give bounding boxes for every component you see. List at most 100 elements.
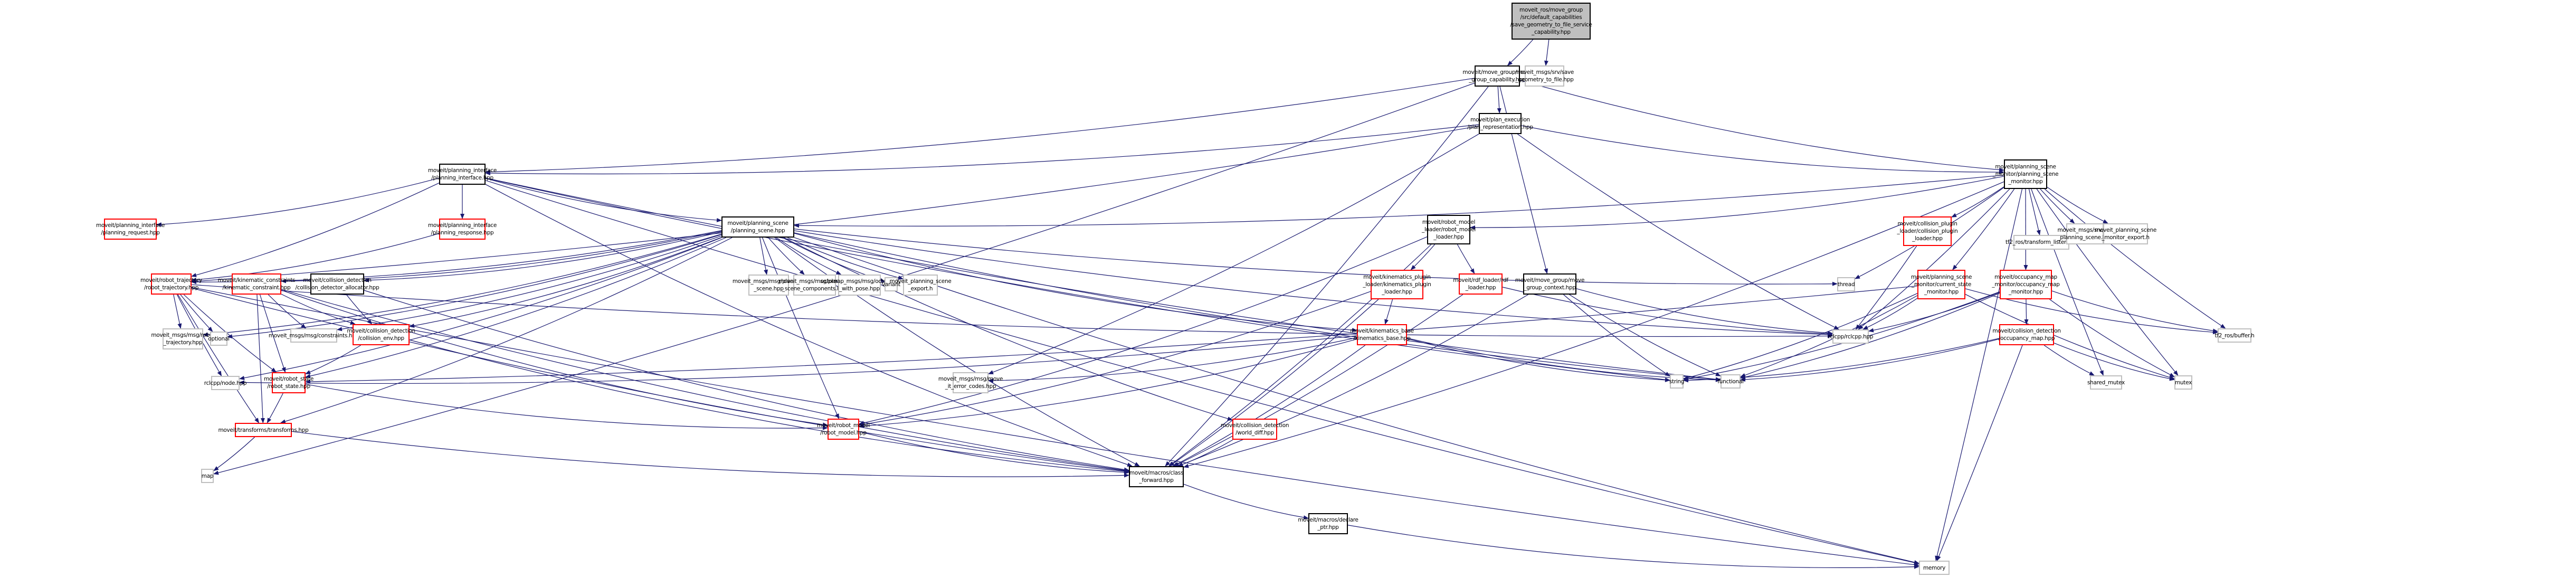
edge-csm-to-functional	[1740, 295, 1918, 377]
node-getps: moveit_msgs/srv/get _planning_scene.hpp	[2057, 223, 2113, 244]
edge-cenv-to-cf	[409, 339, 1129, 474]
edge-kpl-to-cf	[1169, 299, 1379, 467]
edge-cda-to-cenv	[346, 294, 373, 325]
edge-psm-to-getps	[2040, 188, 2075, 224]
node-planrep[interactable]: moveit/plan_execution /plan_representati…	[1467, 113, 1533, 134]
edge-psm-to-cpl	[1951, 186, 2004, 217]
edge-occmap-to-mutex	[2054, 343, 2175, 381]
edge-ps-to-rs	[305, 237, 726, 379]
edge-psm-to-tfl	[2028, 188, 2041, 235]
node-mgcap[interactable]: moveit/move_group/move _group_capability…	[1462, 65, 1532, 87]
edge-pi-to-memory	[485, 180, 1919, 565]
edge-kc-to-constraints	[268, 294, 307, 329]
edge-rs-to-tf	[267, 393, 283, 423]
edge-ps-to-functional	[794, 232, 1721, 382]
edge-kc-to-rs	[259, 294, 286, 373]
node-rdf[interactable]: moveit/rdf_loader/rdf _loader.hpp	[1453, 273, 1508, 295]
edge-omm-to-occmap	[2024, 299, 2029, 325]
edge-kb-to-errc	[988, 337, 1357, 383]
edge-csm-to-mutex	[1965, 294, 2175, 380]
edge-psm-to-tfbuf	[2044, 188, 2226, 329]
edge-psm-to-rclcpp	[1858, 188, 2010, 330]
node-shmutex: shared_mutex	[2087, 375, 2125, 390]
edge-tf-to-cf	[291, 431, 1129, 478]
edge-planrep-to-rclcpp	[1517, 134, 1840, 330]
node-csm[interactable]: moveit/planning_scene _monitor/current_s…	[1911, 270, 1972, 299]
node-rt[interactable]: moveit/robot_trajectory /robot_trajector…	[140, 273, 202, 295]
edge-ps-to-msgrt	[203, 233, 722, 337]
node-rs[interactable]: moveit/robot_state /robot_state.hpp	[264, 372, 313, 393]
node-optional: optional	[208, 332, 230, 346]
edge-omm-to-mutex	[2049, 299, 2175, 377]
node-rml[interactable]: moveit/robot_model _loader/robot_model _…	[1422, 215, 1476, 244]
node-psmexp: moveit_planning_scene _monitor_export.h	[2095, 223, 2156, 244]
edge-kb-to-string	[1406, 338, 1670, 382]
node-mgctx[interactable]: moveit/move_group/move _group_context.hp…	[1515, 273, 1584, 295]
edge-pi-to-cf	[485, 184, 1133, 467]
edge-wd-to-cf	[1177, 439, 1233, 467]
edge-mgctx-to-functional	[1569, 294, 1721, 376]
edge-mgcap-to-planrep	[1497, 86, 1501, 113]
node-cpl[interactable]: moveit/collision_plugin _loader/collisio…	[1897, 216, 1958, 246]
edge-ps-to-constraints	[337, 235, 722, 332]
node-rm[interactable]: moveit/robot_model /robot_model.hpp	[817, 419, 870, 440]
node-cda[interactable]: moveit/collision_detection /collision_de…	[296, 273, 379, 295]
edge-ps-to-rm	[762, 237, 840, 419]
node-preq[interactable]: moveit/planning_interface /planning_requ…	[96, 219, 165, 240]
node-constraints: moveit_msgs/msg/constraints.hpp	[269, 328, 359, 343]
node-ps[interactable]: moveit/planning_scene /planning_scene.hp…	[721, 216, 794, 238]
node-pi[interactable]: moveit/planning_interface /planning_inte…	[428, 164, 497, 185]
edge-psm-to-csm	[1952, 188, 2015, 270]
node-cf[interactable]: moveit/macros/class _forward.hpp	[1129, 466, 1184, 487]
node-psm[interactable]: moveit/planning_scene _monitor/planning_…	[1993, 159, 2059, 189]
node-thread: thread	[1837, 277, 1855, 291]
node-errc: moveit_msgs/msg/move _it_error_codes.hpp	[938, 372, 1003, 393]
node-rclcpp: rclcpp/rclcpp.hpp	[1828, 329, 1874, 344]
edge-rdf-to-rclcpp	[1502, 287, 1833, 336]
edge-psm-to-memory	[1935, 188, 2023, 561]
node-msgps: moveit_msgs/msg/planning _scene.hpp	[733, 275, 805, 296]
node-kc[interactable]: moveit/kinematic_constraints /kinematic_…	[218, 273, 296, 295]
node-memory: memory	[1919, 561, 1950, 575]
edge-rt-to-rs	[183, 294, 277, 373]
node-dp[interactable]: moveit/macros/declare _ptr.hpp	[1298, 513, 1358, 534]
edge-ps-to-rclcpp	[794, 230, 1833, 337]
node-srvsave: moveit_msgs/srv/save _geometry_to_file.h…	[1515, 65, 1574, 87]
edge-ps-to-psexp	[787, 237, 904, 280]
edge-rml-to-rm	[859, 236, 1428, 425]
edge-planrep-to-rt	[191, 126, 1479, 283]
edge-rml-to-rdf	[1457, 244, 1475, 274]
node-kpl[interactable]: moveit/kinematics_plugin _loader/kinemat…	[1363, 270, 1431, 299]
edge-psm-to-psmexp	[2047, 186, 2108, 224]
edge-kpl-to-kb	[1384, 299, 1393, 325]
edge-kb-to-node	[239, 335, 1357, 385]
edge-pi-to-preq	[156, 177, 440, 227]
edge-ps-to-msgps	[759, 237, 768, 275]
edge-cf-to-dp	[1183, 484, 1309, 520]
edge-psm-to-cf	[1183, 181, 2004, 468]
node-tfbuf: tf2_ros/buffer.h	[2215, 328, 2255, 343]
edge-ps-to-optional	[227, 234, 722, 339]
edge-rs-to-rm	[305, 384, 828, 430]
node-cenv[interactable]: moveit/collision_detection /collision_en…	[347, 324, 415, 345]
edge-psm-to-ps	[794, 175, 2004, 228]
node-mutex: mutex	[2174, 375, 2192, 390]
edge-rt-to-memory	[191, 287, 1919, 567]
node-tf[interactable]: moveit/transforms/transforms.hpp	[218, 423, 309, 437]
node-wd[interactable]: moveit/collision_detection /world_diff.h…	[1221, 419, 1289, 440]
edge-ps-to-msgpsc	[768, 237, 805, 275]
node-presp[interactable]: moveit/planning_interface /planning_resp…	[428, 219, 497, 240]
node-octo: octomap_msgs/msg/octomap _with_pose.hpp	[821, 275, 899, 296]
edge-csm-to-rs	[305, 286, 1918, 384]
edge-planrep-to-psm	[1521, 125, 2004, 175]
edge-ps-to-kb	[794, 233, 1357, 333]
node-tfl: tf2_ros/transform_listener.h	[2005, 235, 2077, 250]
edge-ps-to-node	[239, 237, 722, 380]
node-kb[interactable]: moveit/kinematics_base /kinematics_base.…	[1350, 324, 1414, 345]
edge-mgcap-to-pi	[485, 78, 1475, 174]
node-omm[interactable]: moveit/occupancy_map _monitor/occupancy_…	[1992, 270, 2060, 299]
edge-ps-to-octo	[776, 237, 842, 275]
node-occmap[interactable]: moveit/collision_detection /occupancy_ma…	[1992, 324, 2061, 345]
edge-mgctx-to-cf	[1177, 294, 1528, 467]
